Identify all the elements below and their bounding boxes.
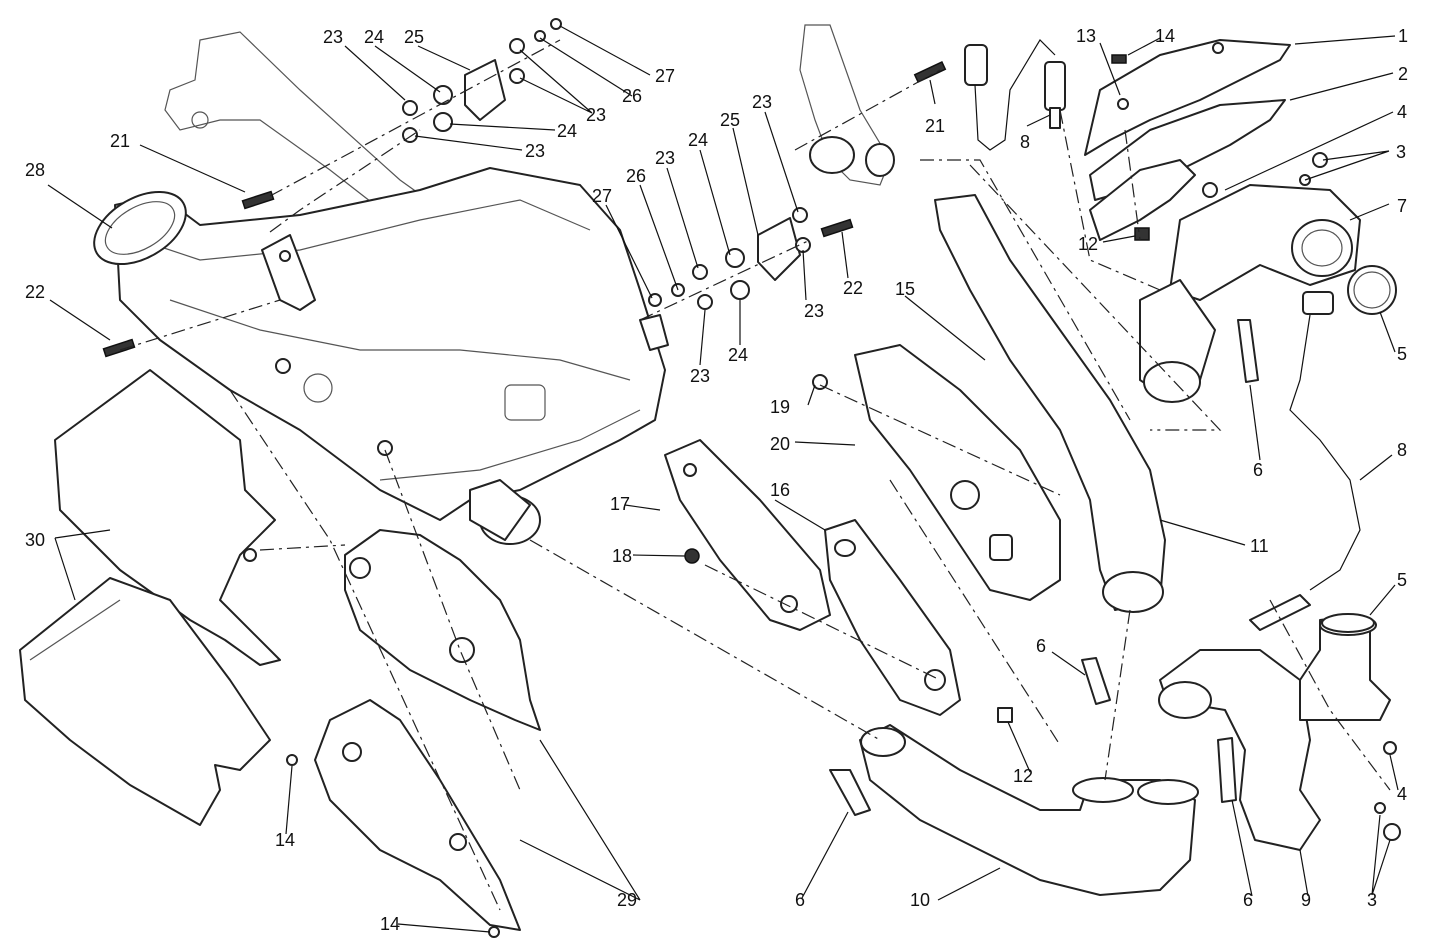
callout-26: 26	[626, 166, 646, 186]
rubber-mount-centre	[648, 207, 811, 310]
callout-22: 22	[25, 282, 45, 302]
callout-24: 24	[688, 130, 708, 150]
silencer-mount-bracket	[261, 234, 316, 311]
silencer-body	[114, 167, 666, 521]
callout-17: 17	[610, 494, 630, 514]
callout-16: 16	[770, 480, 790, 500]
spring-upper-right	[1237, 319, 1259, 383]
callout-14: 14	[380, 914, 400, 934]
callout-6: 6	[1243, 890, 1253, 910]
callout-24: 24	[728, 345, 748, 365]
callout-8: 8	[1020, 132, 1030, 152]
callout-13: 13	[1076, 26, 1096, 46]
callout-12: 12	[1013, 766, 1033, 786]
callout-30: 30	[25, 530, 45, 550]
spring-lower-right	[1217, 737, 1237, 803]
callout-29: 29	[617, 890, 637, 910]
oxygen-sensor-top	[964, 39, 1066, 151]
callout-7: 7	[1397, 196, 1407, 216]
gasket-ring-upper	[1347, 265, 1397, 315]
upper-heat-shields	[1084, 39, 1291, 241]
callout-23: 23	[655, 148, 675, 168]
callout-20: 20	[770, 434, 790, 454]
callout-11: 11	[1250, 536, 1269, 556]
callout-23: 23	[525, 141, 545, 161]
heat-shield-outer	[19, 369, 281, 826]
heat-shield-17	[664, 439, 831, 631]
callout-23: 23	[586, 105, 606, 125]
oxygen-sensor-right	[1249, 291, 1361, 631]
callout-5: 5	[1397, 344, 1407, 364]
callout-23: 23	[323, 27, 343, 47]
callout-4: 4	[1397, 784, 1407, 804]
callout-4: 4	[1397, 102, 1407, 122]
silencer-outlet-tip	[469, 479, 541, 545]
callout-12: 12	[1078, 234, 1098, 254]
callout-15: 15	[895, 279, 915, 299]
callout-23: 23	[752, 92, 772, 112]
callout-19: 19	[770, 397, 790, 417]
callout-23: 23	[804, 301, 824, 321]
callout-5: 5	[1397, 570, 1407, 590]
callout-27: 27	[655, 66, 675, 86]
callout-8: 8	[1397, 440, 1407, 460]
heat-shield-16	[824, 519, 961, 716]
callout-24: 24	[557, 121, 577, 141]
callout-3: 3	[1396, 142, 1406, 162]
heat-shield-20	[854, 344, 1061, 601]
callout-25: 25	[404, 27, 424, 47]
callout-21: 21	[925, 116, 945, 136]
frame-bracket	[164, 31, 471, 251]
callout-9: 9	[1301, 890, 1311, 910]
callout-14: 14	[275, 830, 295, 850]
exhaust-collector	[859, 724, 1199, 896]
callout-6: 6	[1036, 636, 1046, 656]
exhaust-pipe-rear	[1158, 614, 1391, 851]
silencer-side-tab	[639, 314, 669, 351]
silencer-inlet-ring	[93, 190, 187, 266]
callout-2: 2	[1398, 64, 1408, 84]
bolts	[102, 54, 1127, 358]
rubber-mount-left	[402, 18, 562, 143]
callout-24: 24	[364, 27, 384, 47]
nuts-and-washers	[286, 98, 1401, 938]
callout-labels: 1 2 3 3 4 4 5 5 6 6 6 6 7 8 8 9 10 11 12…	[25, 26, 1408, 934]
assembly-lines	[119, 39, 1391, 911]
leader-lines	[47, 25, 1399, 933]
callout-6: 6	[795, 890, 805, 910]
spring-lower-left	[829, 769, 871, 816]
callout-25: 25	[720, 110, 740, 130]
callout-1: 1	[1398, 26, 1408, 46]
spring-centre	[1081, 657, 1111, 705]
heat-shield-lower	[314, 529, 541, 931]
exhaust-pipe-front	[934, 194, 1166, 613]
gasket-ring-lower-outer	[1321, 613, 1375, 633]
callout-10: 10	[910, 890, 930, 910]
callout-14: 14	[1155, 26, 1175, 46]
callout-28: 28	[25, 160, 45, 180]
callout-23: 23	[690, 366, 710, 386]
callout-27: 27	[592, 186, 612, 206]
callout-3: 3	[1367, 890, 1377, 910]
callout-18: 18	[612, 546, 632, 566]
header-pipe-upper	[1139, 184, 1361, 403]
callout-26: 26	[622, 86, 642, 106]
callout-6: 6	[1253, 460, 1263, 480]
callout-21: 21	[110, 131, 130, 151]
callout-22: 22	[843, 278, 863, 298]
frame-mount	[799, 24, 895, 186]
